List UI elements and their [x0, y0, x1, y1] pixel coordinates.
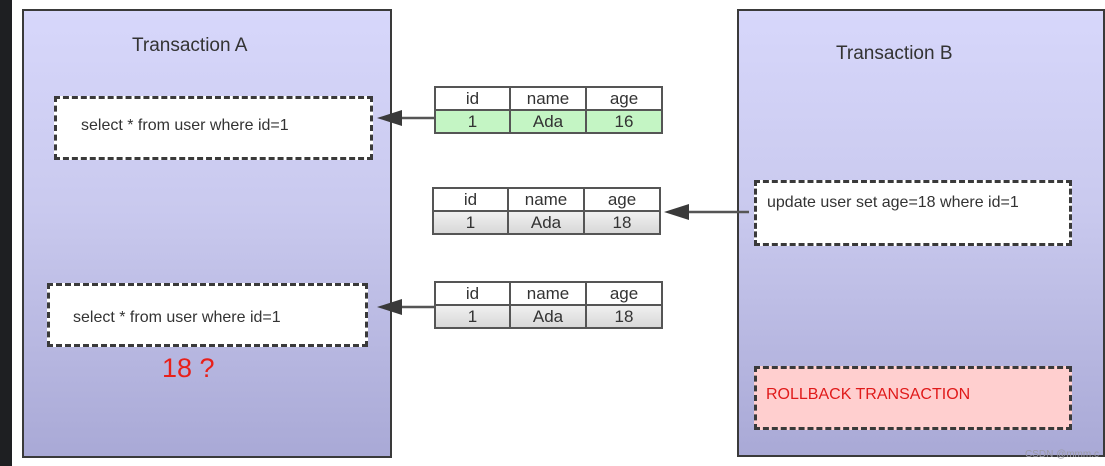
transaction-a-second-select: select * from user where id=1: [47, 283, 368, 347]
watermark: CSDN @mmm.c: [1024, 449, 1099, 460]
table-row: 1 Ada 18: [432, 210, 661, 235]
transaction-b-rollback: ROLLBACK TRANSACTION: [754, 366, 1072, 430]
second-read-table: id name age 1 Ada 18: [434, 281, 663, 329]
header-age: age: [583, 187, 661, 212]
table-header-row: id name age: [434, 86, 663, 111]
cell-id: 1: [434, 304, 511, 329]
transaction-a-title: Transaction A: [132, 35, 248, 56]
header-age: age: [585, 281, 663, 306]
cell-name: Ada: [507, 210, 585, 235]
transaction-b-update: update user set age=18 where id=1: [754, 180, 1072, 246]
cell-id: 1: [434, 109, 511, 134]
transaction-b-title: Transaction B: [836, 43, 953, 64]
arrow-first-read: [377, 110, 434, 126]
flow-arrows: [377, 110, 749, 315]
cell-age: 18: [585, 304, 663, 329]
first-read-table: id name age 1 Ada 16: [434, 86, 663, 134]
table-header-row: id name age: [434, 281, 663, 306]
after-update-table: id name age 1 Ada 18: [432, 187, 661, 235]
header-id: id: [434, 86, 511, 111]
header-age: age: [585, 86, 663, 111]
header-name: name: [509, 86, 587, 111]
dirty-read-result-mark: 18 ?: [162, 353, 215, 383]
table-row: 1 Ada 16: [434, 109, 663, 134]
header-name: name: [509, 281, 587, 306]
transaction-a-first-select: select * from user where id=1: [54, 96, 373, 160]
header-id: id: [434, 281, 511, 306]
diagram-canvas: Transaction A select * from user where i…: [12, 0, 1105, 466]
cell-age: 18: [583, 210, 661, 235]
header-name: name: [507, 187, 585, 212]
cell-id: 1: [432, 210, 509, 235]
header-id: id: [432, 187, 509, 212]
transaction-a-panel: Transaction A select * from user where i…: [22, 9, 392, 458]
arrow-second-read: [377, 299, 434, 315]
cell-name: Ada: [509, 109, 587, 134]
cell-age: 16: [585, 109, 663, 134]
table-header-row: id name age: [432, 187, 661, 212]
arrow-update: [664, 204, 749, 220]
table-row: 1 Ada 18: [434, 304, 663, 329]
transaction-b-panel: Transaction B update user set age=18 whe…: [737, 9, 1105, 457]
cell-name: Ada: [509, 304, 587, 329]
